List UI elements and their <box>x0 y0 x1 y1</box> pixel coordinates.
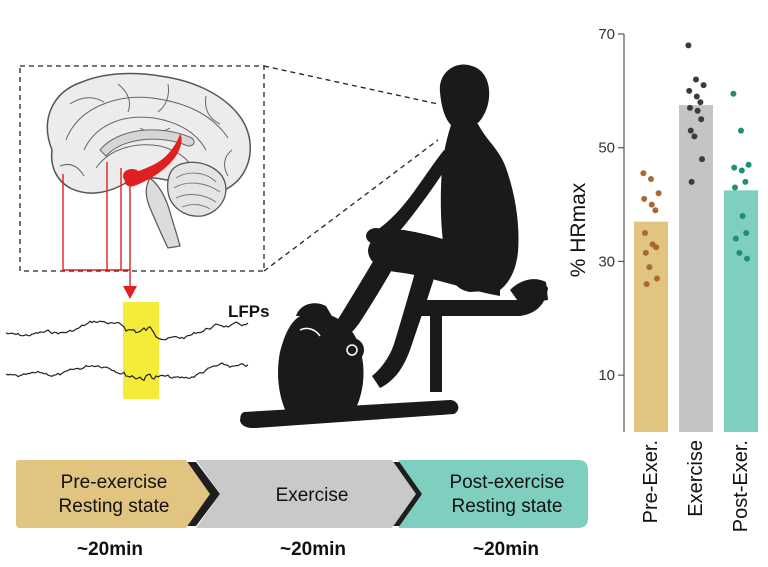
person-on-exercise-bike <box>240 64 548 428</box>
highlighted-nucleus <box>123 169 141 183</box>
phase-3-label-line1: Post-exercise <box>449 472 564 493</box>
chart-y-axis-label: % HRmax <box>567 182 590 277</box>
phase-2-label: Exercise <box>276 485 349 506</box>
bike-foot-left <box>240 412 264 428</box>
data-point <box>731 164 738 171</box>
data-point <box>654 275 660 282</box>
phase-3-duration: ~20min <box>473 539 539 560</box>
data-point <box>738 167 745 174</box>
brain-inset-frame <box>19 65 265 272</box>
chart-points <box>640 42 752 288</box>
data-point <box>693 76 699 83</box>
y-tick-label: 50 <box>598 140 615 157</box>
bike-handle <box>296 303 340 334</box>
y-tick-label: 30 <box>598 253 615 270</box>
phase-1-label-line1: Pre-exercise <box>61 472 168 493</box>
chair-seat <box>413 282 548 316</box>
bike-foot-right <box>428 401 452 415</box>
data-point <box>687 104 693 111</box>
chart-bars <box>634 105 758 433</box>
corpus-callosum <box>99 129 195 157</box>
data-point <box>693 93 700 100</box>
data-point <box>642 230 648 236</box>
data-point <box>700 82 707 89</box>
brain-inset <box>19 65 439 299</box>
bar-post-exer <box>724 190 758 432</box>
data-point <box>648 175 654 182</box>
y-tick-label: 10 <box>598 367 615 384</box>
data-point <box>640 170 647 177</box>
data-point <box>743 230 750 236</box>
timeline: Pre-exercise Resting state Exercise Post… <box>16 460 588 560</box>
data-point <box>738 127 744 134</box>
data-point <box>736 249 743 256</box>
phase-1-label-line2: Resting state <box>59 496 170 517</box>
chart-y-ticks: 10 30 50 70 <box>598 26 624 384</box>
data-point <box>643 281 650 288</box>
phase-3-label-line2: Resting state <box>452 496 563 517</box>
data-point <box>653 244 660 251</box>
phase-1-duration: ~20min <box>77 539 143 560</box>
timeline-phase-post-exercise <box>398 460 588 528</box>
lfp-trace-upper <box>5 320 249 341</box>
data-point <box>646 264 653 271</box>
data-point <box>686 87 693 94</box>
projection-line-top <box>263 65 439 105</box>
lfp-trace-lower <box>5 362 249 382</box>
chair-leg <box>430 314 442 392</box>
chair-backrest <box>510 279 548 304</box>
data-point <box>745 161 752 168</box>
data-point <box>641 195 648 202</box>
hrmax-bar-chart: % HRmax 10 30 50 70 Pre-Exer. Exercise Post-E… <box>567 26 758 532</box>
data-point <box>688 178 695 185</box>
brain-gyri <box>59 83 233 177</box>
x-category-label: Pre-Exer. <box>640 440 662 523</box>
bike-base <box>240 400 459 428</box>
lfp-highlight-window <box>123 302 159 399</box>
timeline-phase-pre-exercise <box>16 460 210 528</box>
x-category-label: Exercise <box>685 440 707 517</box>
data-point <box>742 178 749 185</box>
data-point <box>687 127 694 134</box>
data-point <box>698 116 705 123</box>
data-point <box>739 212 746 219</box>
electrode-leads <box>62 162 131 286</box>
phase-2-duration: ~20min <box>280 539 346 560</box>
data-point <box>730 90 737 97</box>
data-point <box>691 133 698 140</box>
bar-exercise <box>679 105 713 433</box>
bike-frame <box>278 312 364 412</box>
data-point <box>652 207 659 214</box>
data-point <box>697 99 704 106</box>
cerebellum-folia <box>173 172 221 210</box>
data-point <box>732 184 738 191</box>
data-point <box>642 249 649 256</box>
projection-line-bottom <box>263 139 439 272</box>
y-tick-label: 70 <box>598 26 615 43</box>
data-point <box>694 107 701 114</box>
data-point <box>699 156 705 163</box>
bike-pedal-hub <box>340 338 364 362</box>
chart-x-labels: Pre-Exer. Exercise Post-Exer. <box>640 440 752 532</box>
data-point <box>685 42 692 49</box>
x-category-label: Post-Exer. <box>730 440 752 532</box>
person-arm <box>374 150 452 240</box>
data-point <box>655 190 662 197</box>
lfps-label: LFPs <box>228 302 270 321</box>
data-point <box>732 235 739 242</box>
brainstem <box>145 177 181 249</box>
brain-cerebellum <box>166 161 227 217</box>
data-point <box>744 255 750 262</box>
timeline-phase-exercise <box>196 460 416 528</box>
lfp-traces <box>5 302 249 399</box>
data-point <box>648 201 655 208</box>
person-leg-back <box>372 262 436 388</box>
person-head <box>439 64 490 130</box>
bar-pre-exer <box>634 221 668 432</box>
electrode-arrow-head <box>123 286 137 299</box>
bike-details <box>299 327 358 356</box>
